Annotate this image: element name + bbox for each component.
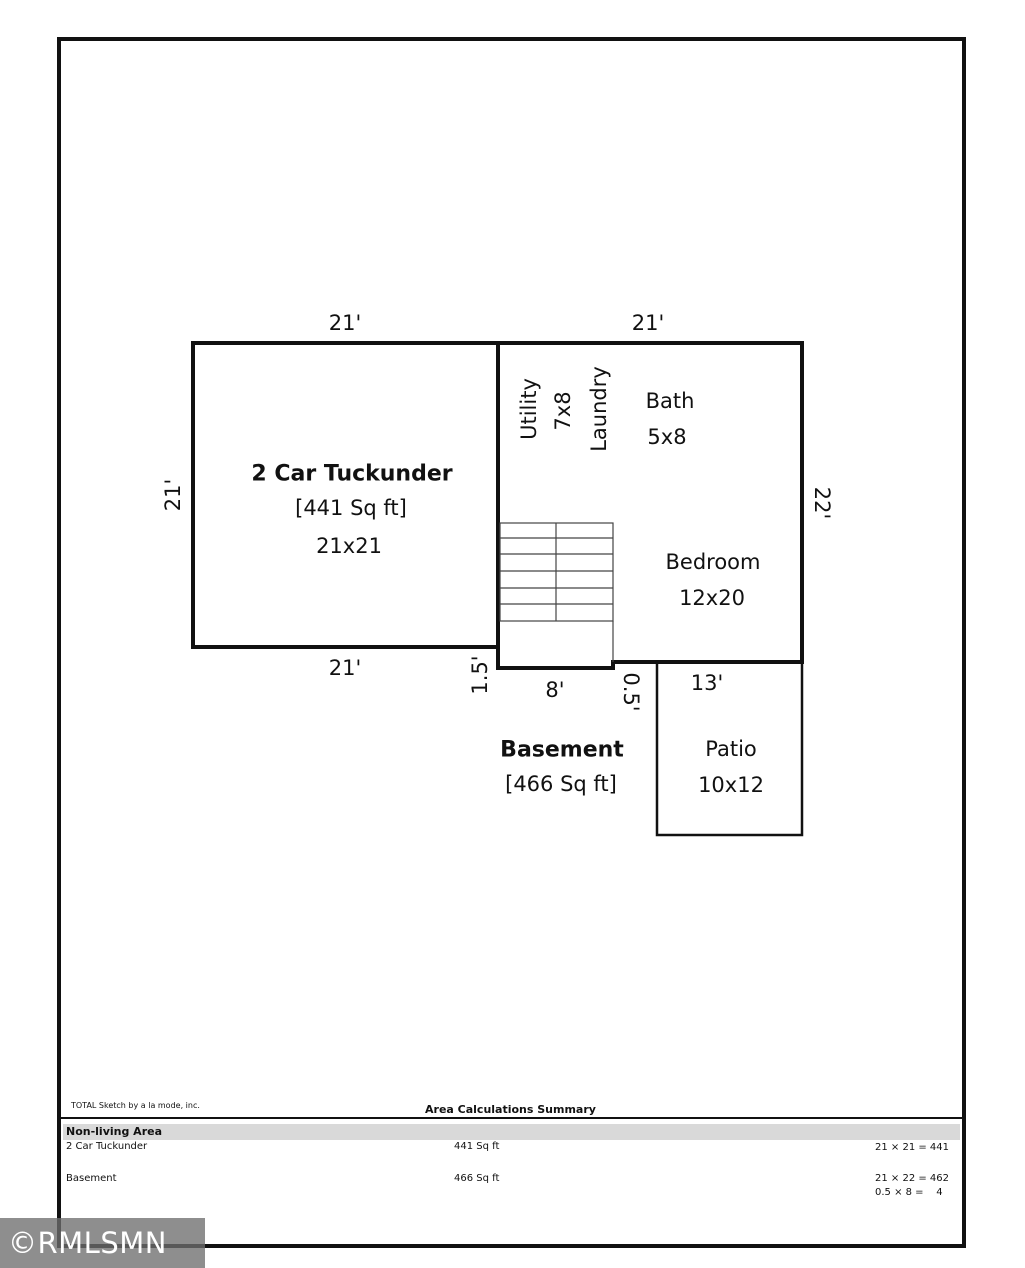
row-name: Basement <box>66 1173 117 1184</box>
patio-top-dimension: 13' <box>690 671 724 695</box>
bedroom-dims: 12x20 <box>679 586 745 610</box>
garage-bottom-dimension: 21' <box>328 656 362 680</box>
garage-left-dimension: 21' <box>161 478 185 512</box>
basement-area: [466 Sq ft] <box>505 772 617 796</box>
row-area: 466 Sq ft <box>454 1173 500 1184</box>
utility-dims: 7x8 <box>551 391 575 431</box>
bath-dims: 5x8 <box>647 425 687 449</box>
summary-title: Area Calculations Summary <box>425 1103 596 1116</box>
row-calc: 21 × 22 = 462 <box>875 1173 950 1184</box>
garage-top-dimension: 21' <box>328 311 362 335</box>
basement-name: Basement <box>500 737 624 763</box>
row-calc: 21 × 21 = 441 <box>875 1142 950 1153</box>
bath-name: Bath <box>645 389 695 413</box>
row-name: 2 Car Tuckunder <box>66 1141 148 1152</box>
row-calc: 0.5 × 8 = 4 <box>875 1187 943 1198</box>
section-header-label: Non-living Area <box>66 1125 162 1138</box>
garage-outline <box>191 341 500 649</box>
laundry-name: Laundry <box>587 366 611 452</box>
step-left-dimension: 1.5' <box>468 655 492 695</box>
page-border <box>57 37 966 1248</box>
step-right-dimension: 0.5' <box>619 672 643 712</box>
patio-outline <box>655 660 804 837</box>
main-right-dimension: 22' <box>810 486 834 520</box>
stairs <box>499 522 614 662</box>
summary-section-header: Non-living Area <box>63 1124 960 1140</box>
garage-name: 2 Car Tuckunder <box>251 461 453 487</box>
step-bottom-dimension: 8' <box>545 678 565 702</box>
patio-dims: 10x12 <box>698 773 764 797</box>
patio-name: Patio <box>705 737 757 761</box>
summary-divider <box>61 1117 962 1119</box>
garage-area: [441 Sq ft] <box>295 496 407 520</box>
garage-dims: 21x21 <box>316 534 382 558</box>
watermark: ©RMLSMN <box>0 1218 205 1268</box>
utility-name: Utility <box>517 378 541 440</box>
main-top-dimension: 21' <box>631 311 665 335</box>
software-credit: TOTAL Sketch by a la mode, inc. <box>71 1101 200 1110</box>
row-area: 441 Sq ft <box>454 1141 500 1152</box>
bedroom-name: Bedroom <box>665 550 761 574</box>
